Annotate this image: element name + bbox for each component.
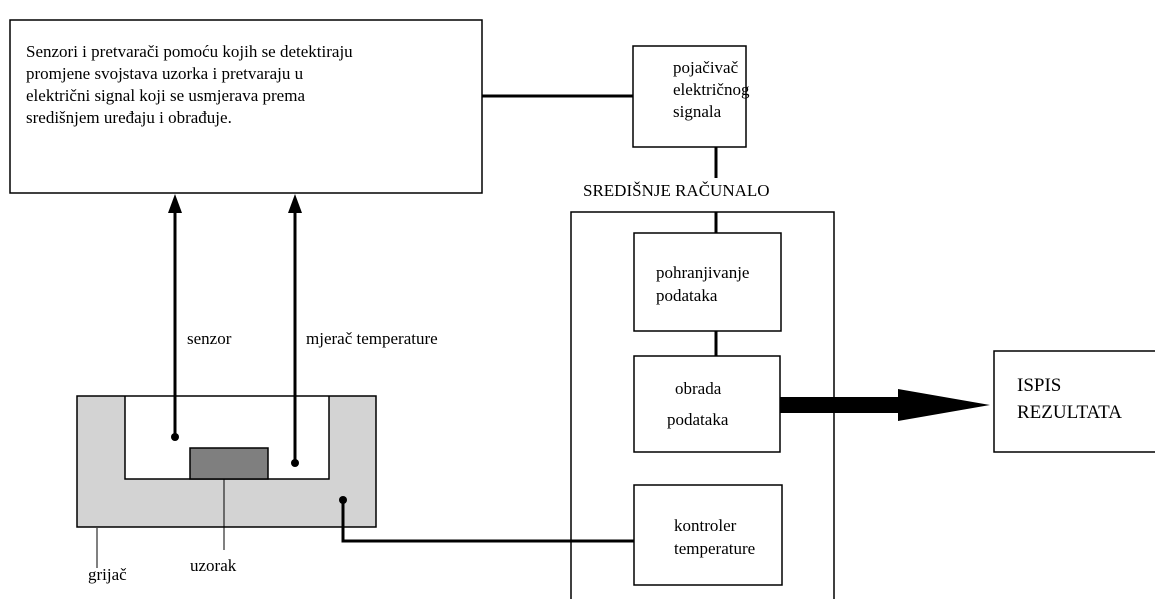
controller-box — [633, 484, 783, 586]
sensor-label: senzor — [187, 329, 232, 348]
sensor-arrowhead — [168, 194, 182, 213]
controller-line-2: temperature — [674, 539, 756, 558]
controller-heater-wire — [341, 500, 634, 543]
heater-label: grijač — [88, 565, 127, 584]
sensor-probe-tip — [171, 433, 179, 441]
sensors-box-line-1: Senzori i pretvarači pomoću kojih se det… — [26, 42, 353, 61]
processing-line-1: obrada — [675, 379, 722, 398]
controller-line-1: kontroler — [674, 516, 737, 535]
central-computer-title: SREDIŠNJE RAČUNALO — [583, 181, 770, 200]
sensors-box-line-3: električni signal koji se usmjerava prem… — [26, 86, 305, 105]
storage-line-1: pohranjivanje — [656, 263, 750, 282]
amplifier-box — [632, 45, 747, 148]
thermometer-probe-tip — [291, 459, 299, 467]
sensors-box-line-2: promjene svojstava uzorka i pretvaraju u — [26, 64, 304, 83]
sensors-box — [9, 19, 483, 194]
output-line-1: ISPIS — [1017, 375, 1062, 396]
processing-box — [633, 355, 781, 453]
sample-label: uzorak — [190, 556, 237, 575]
sample — [189, 447, 269, 480]
processing-line-2: podataka — [667, 410, 729, 429]
output-arrow — [780, 389, 990, 421]
storage-line-2: podataka — [656, 286, 718, 305]
output-line-2: REZULTATA — [1017, 402, 1122, 423]
thermometer-label: mjerač temperature — [306, 329, 438, 348]
sensors-box-line-4: središnjem uređaju i obrađuje. — [26, 108, 232, 127]
amplifier-line-3: signala — [673, 102, 722, 121]
amplifier-line-1: pojačivač — [673, 58, 739, 77]
heater — [76, 395, 377, 528]
storage-box — [633, 232, 782, 332]
amplifier-line-2: električnog — [673, 80, 750, 99]
thermometer-arrowhead — [288, 194, 302, 213]
output-box — [993, 350, 1155, 453]
heater-contact-point — [339, 496, 347, 504]
